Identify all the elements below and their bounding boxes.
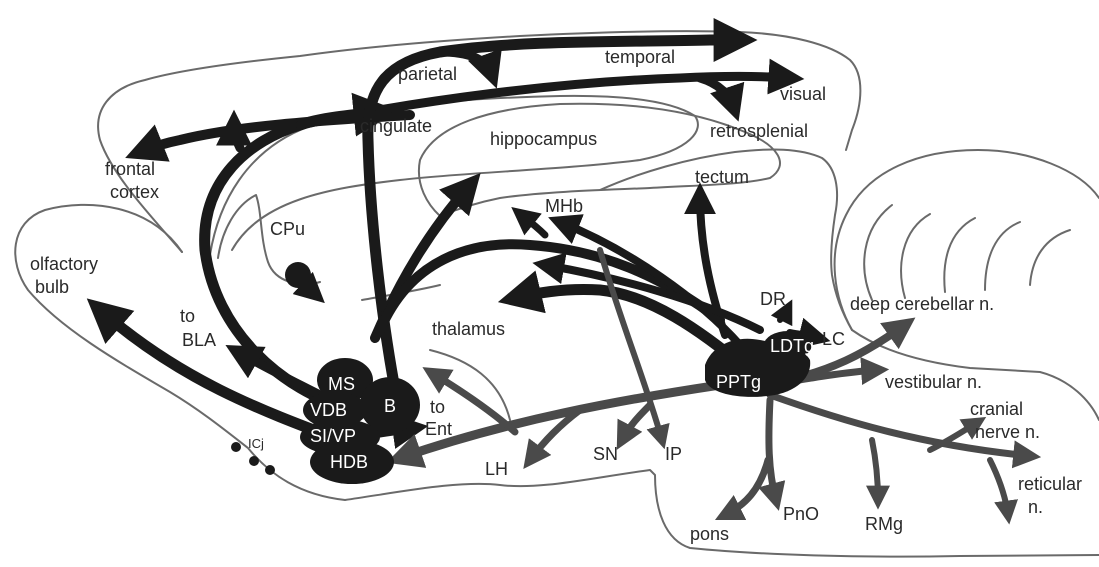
label-lc: LC bbox=[822, 329, 845, 349]
label-frontal: frontal bbox=[105, 159, 155, 179]
label-tectum: tectum bbox=[695, 167, 749, 187]
label-reticular-n: n. bbox=[1028, 497, 1043, 517]
label-olfactory: olfactory bbox=[30, 254, 98, 274]
path-to-visual bbox=[295, 58, 805, 130]
label-dr: DR bbox=[760, 289, 786, 309]
label-to-ent-1: to bbox=[430, 397, 445, 417]
cerebellum-outline bbox=[833, 149, 1099, 331]
olfactory-bulb-outline bbox=[14, 203, 346, 501]
label-icj: ICj bbox=[248, 436, 264, 451]
label-visual: visual bbox=[780, 84, 826, 104]
label-hdb: HDB bbox=[330, 452, 368, 472]
ventral-outline bbox=[344, 469, 1099, 558]
path-to-olfactory bbox=[86, 298, 346, 446]
label-b: B bbox=[384, 396, 396, 416]
path-to-dr bbox=[770, 299, 793, 327]
path-cpu-interneuron bbox=[292, 271, 325, 304]
label-retrosplenial: retrosplenial bbox=[710, 121, 808, 141]
label-rmg: RMg bbox=[865, 514, 903, 534]
path-reticular-down bbox=[987, 457, 1018, 525]
label-cpu: CPu bbox=[270, 219, 305, 239]
label-hippocampus: hippocampus bbox=[490, 129, 597, 149]
path-to-pons bbox=[714, 456, 772, 521]
label-to-bla-1: to bbox=[180, 306, 195, 326]
label-nerve-n: nerve n. bbox=[975, 422, 1040, 442]
path-to-reticular bbox=[766, 391, 1042, 469]
path-to-ip bbox=[597, 247, 670, 450]
label-cingulate: cingulate bbox=[360, 116, 432, 136]
path-thalamus-loop bbox=[375, 239, 725, 335]
label-ms: MS bbox=[328, 374, 355, 394]
label-cranial: cranial bbox=[970, 399, 1023, 419]
labels: frontal cortex parietal temporal visual … bbox=[30, 47, 1082, 544]
cerebellum-folia bbox=[863, 204, 1071, 301]
path-to-frontal-branch bbox=[216, 109, 253, 153]
path-to-parietal bbox=[435, 47, 502, 89]
label-bulb: bulb bbox=[35, 277, 69, 297]
path-to-bla bbox=[225, 344, 335, 405]
path-to-tectum bbox=[684, 182, 729, 339]
label-ldtg: LDTg bbox=[770, 336, 814, 356]
label-mhb: MHb bbox=[545, 196, 583, 216]
label-pptg: PPTg bbox=[716, 372, 761, 392]
label-to-bla-2: BLA bbox=[182, 330, 216, 350]
icj-island-1 bbox=[231, 442, 241, 452]
label-pno: PnO bbox=[783, 504, 819, 524]
label-temporal: temporal bbox=[605, 47, 675, 67]
nucleus-b bbox=[360, 377, 420, 433]
cortex-outline bbox=[97, 30, 862, 253]
midbrain-outline bbox=[599, 148, 853, 331]
label-cortex: cortex bbox=[110, 182, 159, 202]
nucleus-hdb bbox=[310, 440, 394, 484]
label-vestibular: vestibular n. bbox=[885, 372, 982, 392]
label-thalamus: thalamus bbox=[432, 319, 505, 339]
nucleus-ms bbox=[317, 358, 373, 402]
path-to-hypothalamus bbox=[422, 367, 519, 436]
nuclei bbox=[231, 331, 812, 484]
label-vdb: VDB bbox=[310, 400, 347, 420]
path-to-pno bbox=[758, 396, 786, 511]
icj-island-2 bbox=[249, 456, 259, 466]
path-to-retrosplenial bbox=[695, 73, 745, 122]
icj-island-3 bbox=[265, 465, 275, 475]
label-pons: pons bbox=[690, 524, 729, 544]
label-to-ent-2: Ent bbox=[425, 419, 452, 439]
path-to-sn bbox=[616, 401, 654, 450]
label-si-vp: SI/VP bbox=[310, 426, 356, 446]
label-deep-cerebellar: deep cerebellar n. bbox=[850, 294, 994, 314]
path-mhb-up bbox=[511, 207, 549, 239]
label-ip: IP bbox=[665, 444, 682, 464]
path-b-to-temporal bbox=[362, 18, 758, 401]
path-to-lh bbox=[523, 406, 584, 469]
temporal-lobe-outline bbox=[429, 349, 511, 421]
nucleus-ldtg bbox=[764, 331, 812, 359]
path-to-cranial-nerve bbox=[927, 416, 987, 453]
label-parietal: parietal bbox=[398, 64, 457, 84]
path-ldtg-midline bbox=[532, 252, 764, 334]
path-to-rmg bbox=[865, 437, 890, 510]
brainstem-projections bbox=[375, 182, 1042, 525]
label-lh: LH bbox=[485, 459, 508, 479]
label-reticular: reticular bbox=[1018, 474, 1082, 494]
path-pptg-to-hdb bbox=[386, 380, 725, 468]
label-sn: SN bbox=[593, 444, 618, 464]
nucleus-vdb bbox=[303, 392, 367, 428]
